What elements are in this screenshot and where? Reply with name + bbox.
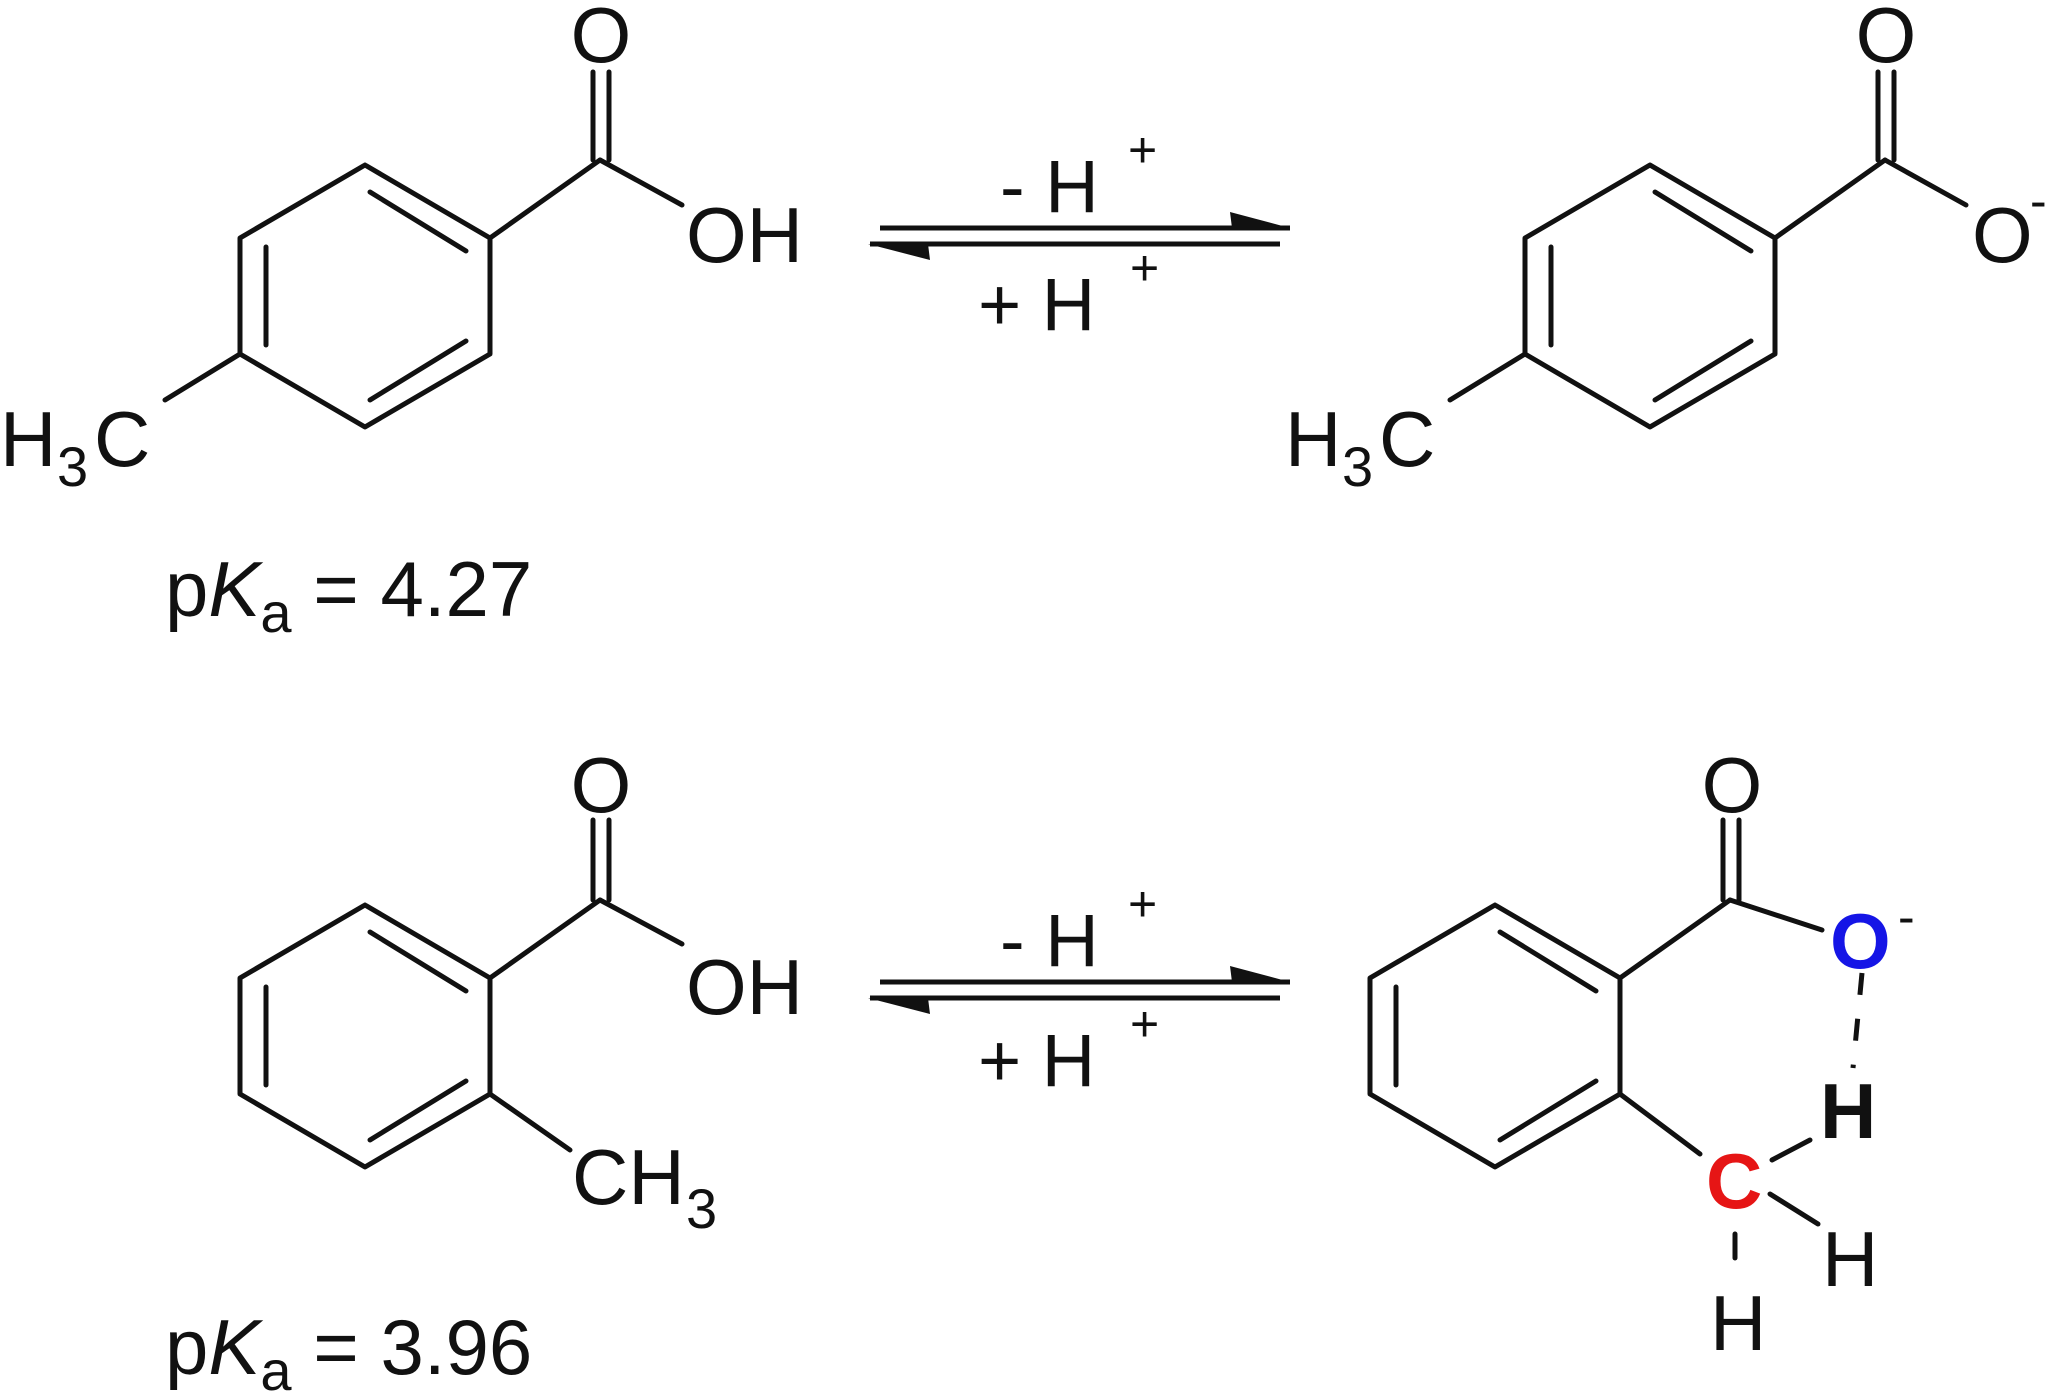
methyl-carbon-label: C: [1706, 1137, 1762, 1225]
methyl-label: H 3 C: [0, 395, 150, 498]
hydrogen-bond-dashes: [1850, 972, 1865, 1069]
para-toluic-acid: O OH H 3 C: [0, 0, 803, 498]
carbonyl-oxygen-label: O: [1856, 0, 1917, 79]
bond-c-h: [1769, 1137, 1813, 1163]
svg-text:C: C: [1379, 395, 1435, 483]
svg-text:CH: CH: [572, 1133, 685, 1221]
svg-text:pKa = 3.96: pKa = 3.96: [165, 1303, 532, 1400]
benzene-ring: [1367, 902, 1623, 1170]
svg-text:3: 3: [1342, 435, 1373, 498]
methyl-hydrogen-label: H: [1822, 1215, 1878, 1303]
negative-charge-label: -: [1898, 889, 1915, 945]
proton-charge-label: +: [1128, 876, 1157, 932]
bond-ring-carboxyl: [487, 157, 603, 241]
hydroxyl-label: OH: [686, 943, 803, 1031]
bond-ring-methyl: [487, 1091, 573, 1153]
forward-condition-label: - H: [1000, 899, 1099, 982]
svg-text:pKa = 4.27: pKa = 4.27: [165, 545, 532, 644]
benzene-ring: [237, 162, 493, 430]
bond-ring-carboxyl: [487, 897, 603, 981]
equilibrium-arrow-bottom: - H + + H +: [868, 876, 1290, 1102]
reverse-condition-label: + H: [978, 263, 1095, 346]
proton-charge-label: +: [1130, 996, 1159, 1052]
carbonyl-oxygen-label: O: [571, 0, 632, 79]
carboxylate-oxygen-label: O: [1830, 897, 1891, 985]
pka-ortho: pKa = 3.96: [165, 1303, 532, 1400]
bond-ring-carboxyl: [1772, 157, 1888, 241]
bond-c-o: [1882, 157, 1969, 208]
svg-text:C: C: [94, 395, 150, 483]
bond-ring-methyl: [162, 351, 243, 403]
bond-c-oh: [597, 157, 685, 208]
carboxylate-oxygen-label: O: [1972, 191, 2033, 279]
para-toluate-anion: O O - H 3 C: [1285, 0, 2047, 498]
ortho-toluate-anion: O O - C H H H: [1367, 741, 1915, 1367]
bond-c-o: [1727, 897, 1825, 933]
ortho-toluic-acid: O OH CH 3: [237, 741, 803, 1240]
bond-ring-carboxyl: [1617, 897, 1733, 981]
svg-text:3: 3: [686, 1177, 717, 1240]
methyl-label: CH 3: [572, 1133, 717, 1240]
negative-charge-label: -: [2030, 173, 2047, 229]
methyl-label: H 3 C: [1285, 395, 1435, 498]
forward-condition-label: - H: [1000, 145, 1099, 228]
hydroxyl-label: OH: [686, 191, 803, 279]
pka-para: pKa = 4.27: [165, 545, 532, 644]
reverse-condition-label: + H: [978, 1019, 1095, 1102]
proton-charge-label: +: [1130, 240, 1159, 296]
benzene-ring: [1522, 162, 1778, 430]
benzene-ring: [237, 902, 493, 1170]
bond-ring-methyl: [1447, 351, 1528, 403]
bond-ring-methyl: [1617, 1091, 1703, 1157]
svg-text:3: 3: [57, 435, 88, 498]
equilibrium-arrow-top: - H + + H +: [868, 122, 1290, 346]
bond-c-h: [1767, 1191, 1821, 1227]
bond-c-oh: [597, 897, 685, 947]
carbonyl-oxygen-label: O: [1702, 741, 1763, 829]
carbonyl-oxygen-label: O: [571, 741, 632, 829]
interacting-hydrogen-label: H: [1820, 1067, 1876, 1155]
methyl-hydrogen-label: H: [1710, 1279, 1766, 1367]
proton-charge-label: +: [1128, 122, 1157, 178]
svg-text:H: H: [1285, 395, 1341, 483]
svg-text:H: H: [0, 395, 56, 483]
